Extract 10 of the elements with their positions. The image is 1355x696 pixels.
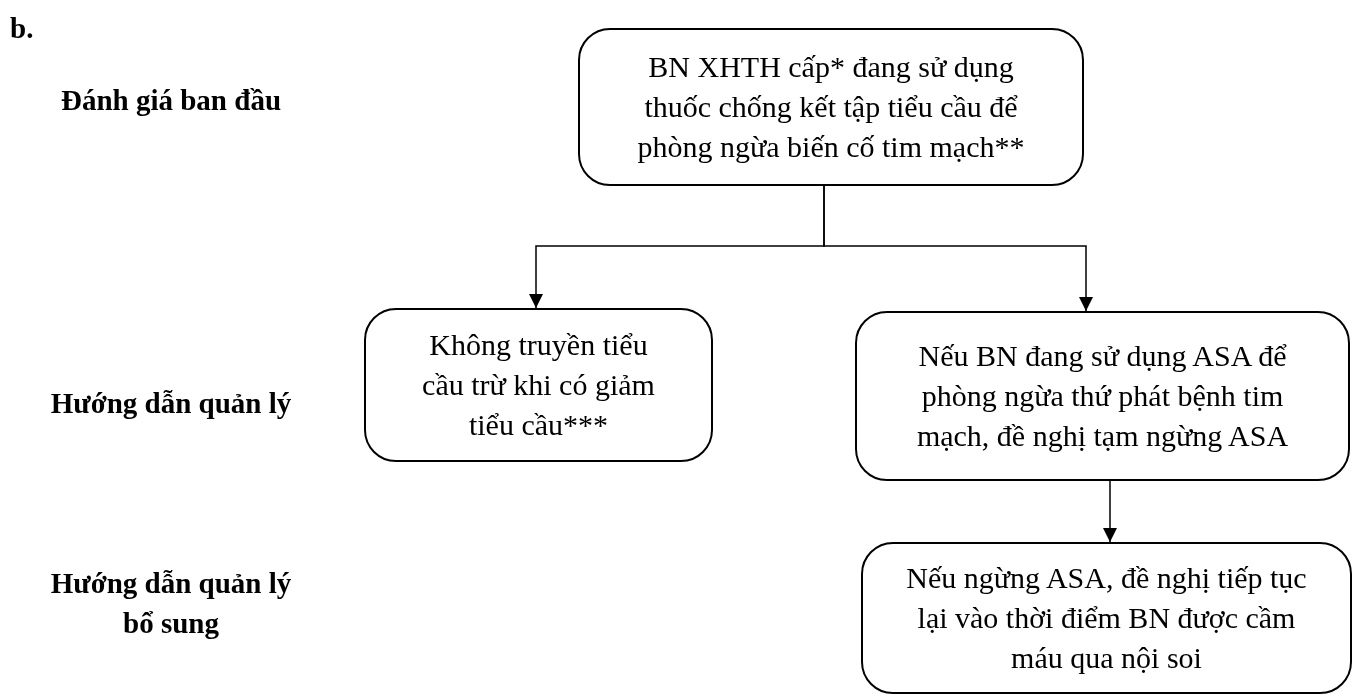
process-box: Không truyền tiểu cầu trừ khi có giảm tiểu cầu*** (364, 308, 713, 462)
row-label: Hướng dẫn quản lý bổ sung (49, 566, 293, 641)
arrow (823, 185, 1093, 312)
row-label: Đánh giá ban đầu (60, 83, 282, 118)
process-box: Nếu ngừng ASA, đề nghị tiếp tục lại vào thời điểm BN được cầm máu qua nội soi (861, 542, 1352, 694)
arrow (1103, 480, 1117, 543)
process-box: Nếu BN đang sử dụng ASA để phòng ngừa thứ phát bệnh tim mạch, đề nghị tạm ngừng ASA (855, 311, 1350, 481)
panel-label: b. (10, 11, 35, 46)
row-label: Hướng dẫn quản lý (49, 386, 293, 421)
process-box: BN XHTH cấp* đang sử dụng thuốc chống kết tập tiểu cầu để phòng ngừa biến cố tim mạch** (578, 28, 1084, 186)
